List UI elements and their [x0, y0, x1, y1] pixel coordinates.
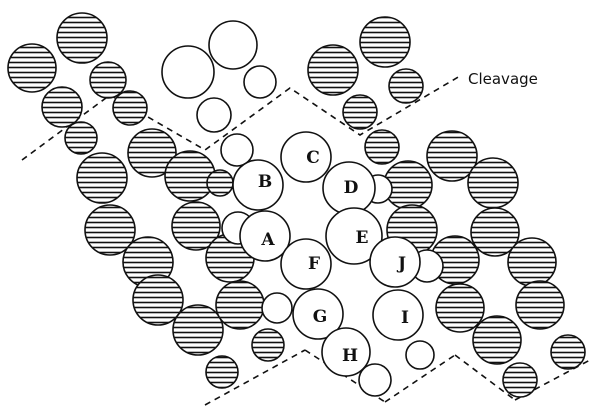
hatched-atom: [215, 280, 265, 330]
hatched-atom: [515, 280, 565, 330]
hatched-atom: [502, 362, 538, 398]
open-atom: [208, 20, 258, 70]
open-atom: [405, 340, 435, 370]
atom-label-g: G: [313, 307, 328, 327]
atom-e: [325, 207, 383, 265]
atom-label-b: B: [258, 172, 272, 192]
hatched-atom: [359, 16, 411, 68]
cleavage-label: Cleavage: [468, 70, 538, 88]
atom-letters: A B C D E F G H I J: [258, 148, 409, 366]
hatched-atom: [112, 90, 148, 126]
atom-b: [232, 159, 284, 211]
atom-i: [372, 289, 424, 341]
hatched-atom: [507, 237, 557, 287]
atom-label-a: A: [260, 230, 275, 250]
cleavage-line-lower-d: [454, 354, 516, 401]
atom-j: [369, 236, 421, 288]
atom-label-j: J: [396, 254, 406, 274]
atom-label-e: E: [356, 228, 369, 248]
hatched-atom: [364, 129, 400, 165]
hatched-atom: [470, 207, 520, 257]
atom-label-i: I: [401, 308, 409, 328]
open-atom: [358, 363, 392, 397]
atom-a: [239, 210, 291, 262]
hatched-atoms: [7, 12, 586, 398]
hatched-atom: [172, 304, 224, 356]
open-atom: [220, 133, 254, 167]
open-atom: [161, 45, 215, 99]
hatched-atom: [64, 121, 98, 155]
cleavage-line-lower-a: [204, 349, 306, 406]
atom-h: [321, 327, 371, 377]
cleavage-line-upper-left: [21, 94, 111, 161]
hatched-atom: [89, 61, 127, 99]
hatched-atom: [342, 94, 378, 130]
atom-f: [280, 238, 332, 290]
hatched-atom: [7, 43, 57, 93]
cleavage-line-lower-c: [384, 354, 456, 403]
hatched-atom: [171, 201, 221, 251]
hatched-atom: [435, 283, 485, 333]
hatched-atom: [56, 12, 108, 64]
hatched-atom: [467, 157, 519, 209]
open-atom: [196, 97, 232, 133]
labeled-atoms: [232, 131, 424, 377]
atom-label-f: F: [308, 254, 320, 274]
hatched-atom: [41, 86, 83, 128]
open-atom: [243, 65, 277, 99]
open-atom: [261, 292, 293, 324]
hatched-atom: [127, 128, 177, 178]
hatched-atom: [76, 152, 128, 204]
hatched-atom: [132, 274, 184, 326]
atom-label-h: H: [342, 346, 358, 366]
hatched-atom: [251, 328, 285, 362]
hatched-atom: [388, 68, 424, 104]
hatched-atom: [426, 130, 478, 182]
hatched-atom: [307, 44, 359, 96]
atom-label-d: D: [344, 178, 359, 198]
atom-c: [280, 131, 332, 183]
hatched-atom: [472, 315, 522, 365]
hatched-atom: [206, 169, 234, 197]
hatched-atom: [205, 355, 239, 389]
hatched-atom: [550, 334, 586, 370]
cleavage-line-upper-zigzag: [109, 75, 461, 151]
atom-g: [292, 288, 344, 340]
hatched-atom: [84, 204, 136, 256]
hatched-atom: [164, 150, 216, 202]
atom-label-c: C: [306, 148, 320, 168]
